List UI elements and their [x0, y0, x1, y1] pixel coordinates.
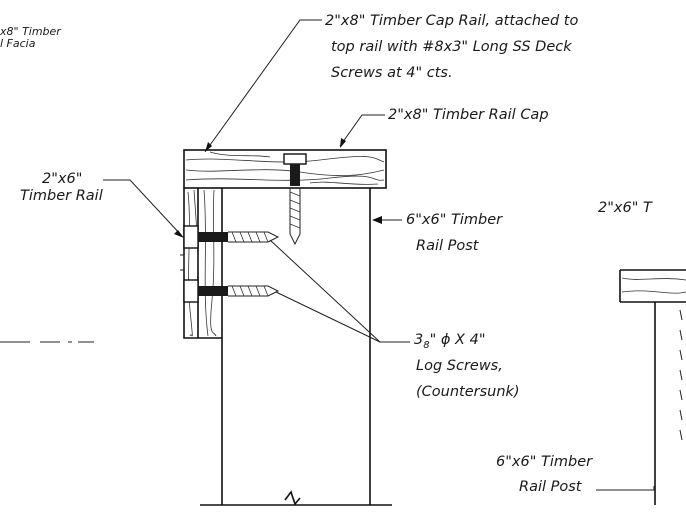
- svg-text:top rail with #8x3" Long SS De: top rail with #8x3" Long SS Deck: [331, 39, 572, 55]
- svg-text:6"x6" Timber: 6"x6" Timber: [496, 454, 593, 470]
- svg-text:Rail Post: Rail Post: [416, 238, 480, 254]
- svg-text:2"x6": 2"x6": [42, 171, 82, 187]
- facia-label: x8" Timber l Facia: [0, 25, 62, 50]
- rail-post-label: 6"x6" Timber Rail Post: [406, 212, 503, 254]
- right-partial-detail: [619, 269, 686, 505]
- leader-lines: [103, 19, 655, 491]
- timber-rail-board: [180, 188, 222, 339]
- svg-text:x8" Timber: x8" Timber: [0, 25, 62, 38]
- svg-text:Timber Rail: Timber Rail: [20, 188, 103, 204]
- svg-text:6"x6" Timber: 6"x6" Timber: [406, 212, 503, 228]
- cap-deck-screw: [283, 153, 307, 246]
- cap-rail-note: 2"x8" Timber Cap Rail, attached to top r…: [325, 13, 578, 81]
- timber-rail-label: 2"x6" Timber Rail: [20, 171, 103, 204]
- svg-text:l Facia: l Facia: [0, 37, 36, 50]
- log-screws-label: 38" ϕ X 4" Log Screws, (Countersunk): [414, 332, 520, 400]
- svg-text:Screws at 4" cts.: Screws at 4" cts.: [331, 65, 453, 81]
- lower-log-screw: [183, 279, 280, 303]
- upper-log-screw: [183, 225, 280, 249]
- svg-text:(Countersunk): (Countersunk): [416, 384, 520, 400]
- rail-post: [200, 188, 392, 506]
- svg-text:2"x8" Timber Cap Rail, attache: 2"x8" Timber Cap Rail, attached to: [325, 13, 578, 29]
- rail-cap-board: [183, 149, 387, 189]
- rail-cap-label: 2"x8" Timber Rail Cap: [388, 107, 549, 123]
- right-timber-label: 2"x6" T: [598, 200, 653, 216]
- svg-text:Rail Post: Rail Post: [519, 479, 583, 495]
- svg-text:38" ϕ X 4": 38" ϕ X 4": [414, 332, 486, 351]
- right-post-label: 6"x6" Timber Rail Post: [496, 454, 593, 495]
- svg-text:Log Screws,: Log Screws,: [416, 358, 503, 374]
